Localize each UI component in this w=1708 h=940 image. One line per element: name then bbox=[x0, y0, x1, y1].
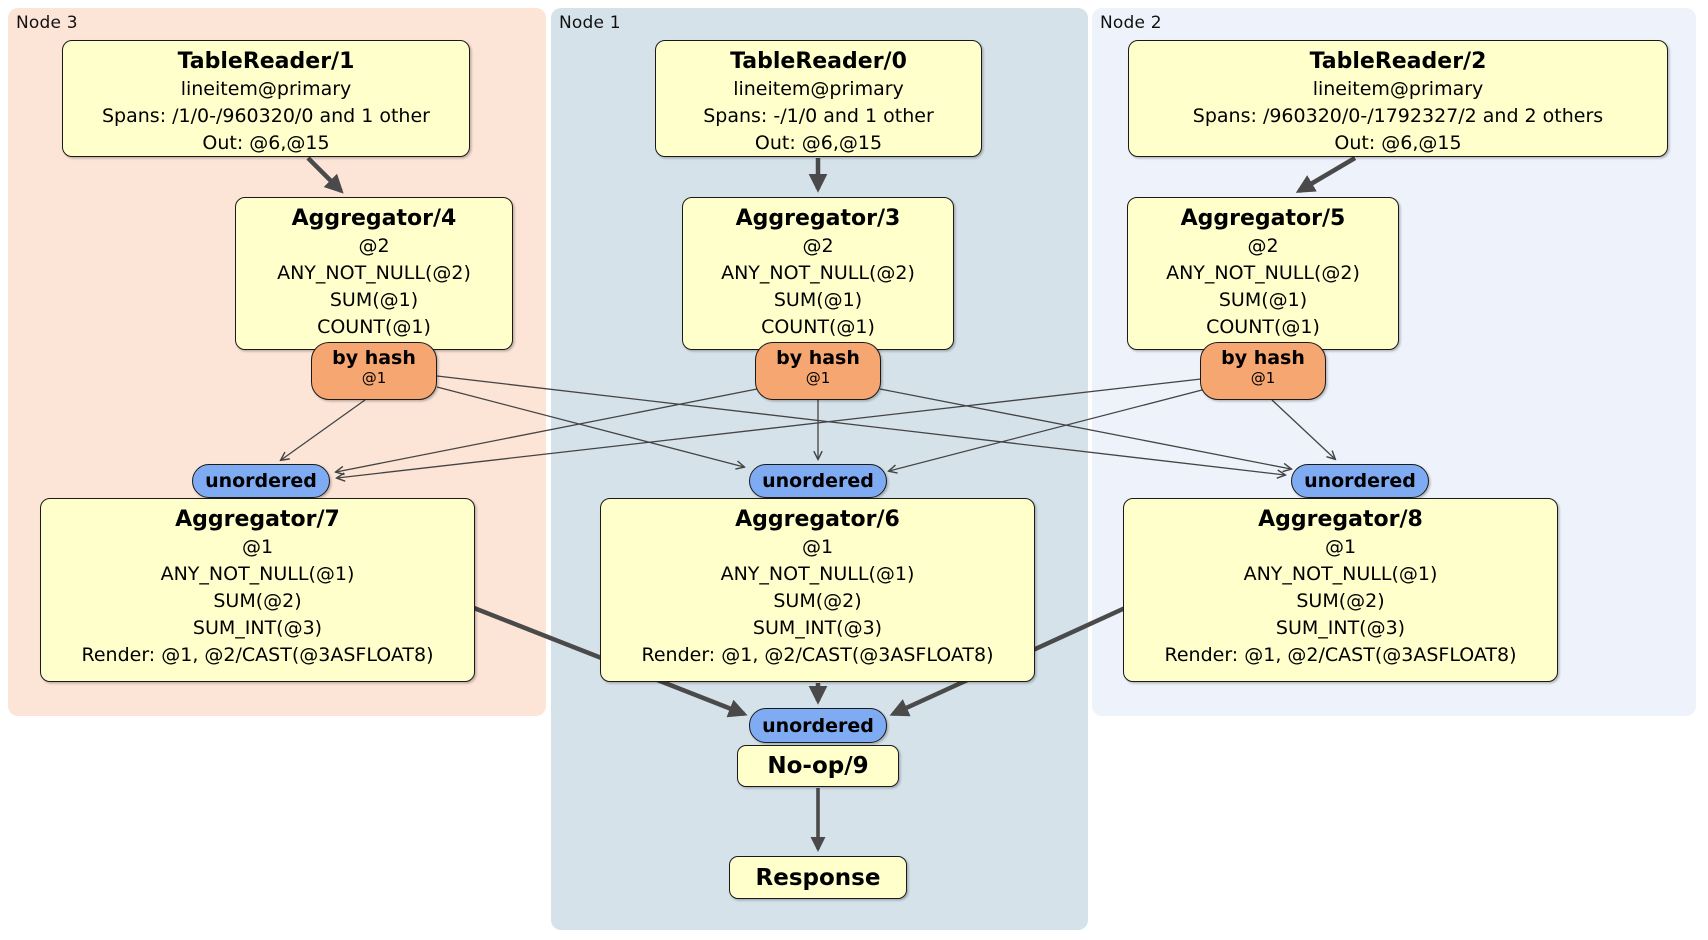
detail-line: lineitem@primary bbox=[1312, 78, 1484, 100]
sync-label: unordered bbox=[762, 714, 874, 737]
sync-label: unordered bbox=[762, 470, 874, 492]
detail-line: lineitem@primary bbox=[733, 78, 904, 100]
detail-line: COUNT(@1) bbox=[317, 316, 431, 338]
processor-title: Response bbox=[755, 864, 881, 891]
detail-line: Render: @1, @2/CAST(@3ASFLOAT8) bbox=[81, 644, 434, 666]
detail-line: Out: @6,@15 bbox=[202, 132, 330, 154]
detail-line: @2 bbox=[802, 235, 834, 257]
edge-r1-s3 bbox=[336, 388, 758, 472]
edge-r3-s1 bbox=[436, 386, 744, 467]
sync-unordered-final: unordered bbox=[749, 708, 887, 743]
sync-unordered-node1: unordered bbox=[749, 464, 887, 498]
processor-title: Aggregator/6 bbox=[735, 507, 900, 532]
detail-line: SUM(@2) bbox=[1296, 590, 1385, 612]
detail-line: ANY_NOT_NULL(@1) bbox=[160, 563, 355, 585]
detail-line: Render: @1, @2/CAST(@3ASFLOAT8) bbox=[641, 644, 994, 666]
processor-title: TableReader/2 bbox=[1309, 49, 1487, 74]
detail-line: lineitem@primary bbox=[180, 78, 352, 100]
region-label-node3: Node 3 bbox=[16, 13, 78, 33]
detail-line: Spans: -/1/0 and 1 other bbox=[703, 105, 934, 127]
detail-line: @2 bbox=[358, 235, 390, 257]
detail-line: SUM(@1) bbox=[329, 289, 419, 311]
sync-unordered-node3: unordered bbox=[192, 464, 330, 498]
processor-title: Aggregator/4 bbox=[291, 206, 457, 231]
router-by-hash-node1: by hash @1 bbox=[755, 342, 881, 400]
detail-line: Render: @1, @2/CAST(@3ASFLOAT8) bbox=[1164, 644, 1517, 666]
detail-line: SUM_INT(@3) bbox=[752, 617, 883, 639]
detail-line: ANY_NOT_NULL(@2) bbox=[721, 262, 915, 284]
noop-9-box: No-op/9 bbox=[737, 745, 899, 787]
detail-line: Spans: /1/0-/960320/0 and 1 other bbox=[102, 105, 430, 127]
detail-line: SUM(@1) bbox=[1218, 289, 1308, 311]
detail-line: SUM_INT(@3) bbox=[1275, 617, 1406, 639]
edge-r1-s2 bbox=[879, 388, 1291, 469]
sync-unordered-node2: unordered bbox=[1291, 464, 1429, 498]
edge-r3-s3 bbox=[281, 399, 366, 460]
detail-line: COUNT(@1) bbox=[1206, 316, 1320, 338]
detail-line: @1 bbox=[801, 536, 834, 558]
router-label: by hash bbox=[1221, 347, 1305, 369]
detail-line: ANY_NOT_NULL(@2) bbox=[277, 262, 471, 284]
sync-label: unordered bbox=[205, 470, 317, 492]
detail-line: @1 bbox=[1324, 536, 1357, 558]
router-columns: @1 bbox=[805, 369, 831, 387]
router-label: by hash bbox=[776, 347, 860, 369]
edge-tr2-agg5 bbox=[1295, 156, 1357, 193]
region-label-node2: Node 2 bbox=[1100, 13, 1162, 33]
edge-tr1-agg4 bbox=[306, 156, 344, 194]
detail-line: Spans: /960320/0-/1792327/2 and 2 others bbox=[1192, 105, 1604, 127]
detail-line: ANY_NOT_NULL(@1) bbox=[1243, 563, 1438, 585]
edge-r2-s3 bbox=[337, 378, 1202, 478]
detail-line: Out: @6,@15 bbox=[754, 132, 883, 154]
detail-line: SUM_INT(@3) bbox=[192, 617, 323, 639]
detail-line: SUM(@2) bbox=[213, 590, 302, 612]
edge-r2-s2 bbox=[1271, 399, 1335, 459]
detail-line: @1 bbox=[241, 536, 274, 558]
router-by-hash-node3: by hash @1 bbox=[311, 342, 437, 400]
sync-label: unordered bbox=[1304, 470, 1416, 492]
detail-line: @2 bbox=[1247, 235, 1279, 257]
detail-line: ANY_NOT_NULL(@2) bbox=[1166, 262, 1360, 284]
region-label-node1: Node 1 bbox=[559, 13, 621, 33]
processor-title: No-op/9 bbox=[767, 753, 869, 779]
edge-r2-s1 bbox=[889, 389, 1203, 471]
processor-title: Aggregator/3 bbox=[735, 206, 901, 231]
processor-title: Aggregator/5 bbox=[1180, 206, 1346, 231]
processor-title: Aggregator/8 bbox=[1258, 507, 1423, 532]
router-columns: @1 bbox=[1250, 369, 1276, 387]
router-columns: @1 bbox=[361, 369, 387, 387]
response-box: Response bbox=[729, 856, 907, 899]
detail-line: SUM(@1) bbox=[773, 289, 863, 311]
processor-title: TableReader/1 bbox=[177, 49, 355, 74]
processor-title: TableReader/0 bbox=[730, 49, 907, 74]
edge-r3-s2 bbox=[436, 375, 1285, 475]
processor-title: Aggregator/7 bbox=[175, 507, 340, 532]
router-label: by hash bbox=[332, 347, 416, 369]
router-by-hash-node2: by hash @1 bbox=[1200, 342, 1326, 400]
detail-line: SUM(@2) bbox=[773, 590, 862, 612]
detail-line: Out: @6,@15 bbox=[1334, 132, 1462, 154]
detail-line: COUNT(@1) bbox=[761, 316, 875, 338]
detail-line: ANY_NOT_NULL(@1) bbox=[720, 563, 915, 585]
